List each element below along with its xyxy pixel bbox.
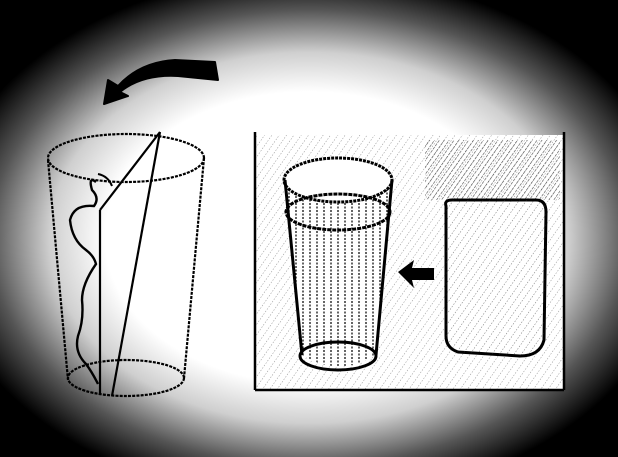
cut-plane-icon: [100, 132, 160, 396]
left-panel: [48, 60, 218, 396]
transparent-glass-icon: [48, 134, 204, 396]
glass-icon: [284, 158, 392, 370]
irregular-contour-icon: [70, 174, 112, 384]
right-panel: [255, 132, 565, 390]
block-icon: [446, 200, 546, 356]
curved-arrow-icon: [104, 60, 218, 104]
